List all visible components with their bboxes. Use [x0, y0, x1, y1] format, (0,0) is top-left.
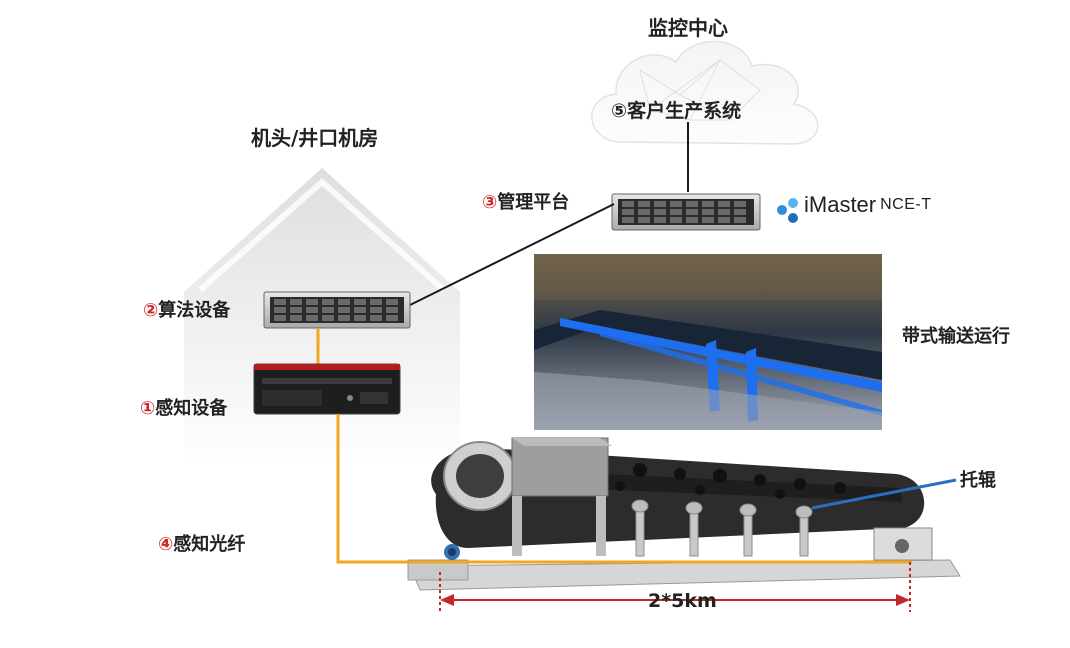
algorithm-server — [263, 291, 411, 329]
belt-running-label: 带式输送运行 — [902, 326, 1010, 347]
sensing-fiber-label: ④感知光纤 — [158, 530, 245, 556]
imaster-logo-icon — [777, 198, 798, 223]
management-platform-text: 管理平台 — [497, 192, 570, 213]
customer-system-label: ⑤客户生产系统 — [611, 96, 741, 123]
sensing-fiber-number: ④ — [158, 534, 174, 555]
management-platform-label: ③管理平台 — [482, 188, 569, 214]
cloud-icon — [591, 40, 819, 145]
sensing-device-number: ① — [140, 398, 156, 419]
sensing-device — [253, 363, 401, 415]
machine-room-label: 机头/井口机房 — [251, 126, 379, 150]
algorithm-device-label: ②算法设备 — [143, 296, 230, 322]
distance-dimension — [439, 562, 911, 612]
sensing-device-text: 感知设备 — [155, 398, 228, 419]
brand-main: iMaster — [804, 192, 877, 217]
customer-system-text: 客户生产系统 — [627, 100, 742, 122]
control-center-label: 监控中心 — [648, 16, 728, 40]
management-platform-number: ③ — [482, 192, 498, 213]
algorithm-device-number: ② — [143, 300, 159, 321]
imaster-brand: iMaster NCE-T — [776, 192, 932, 218]
sensing-device-label: ①感知设备 — [140, 394, 227, 420]
management-server — [611, 193, 761, 231]
customer-system-number: ⑤ — [611, 100, 628, 122]
conveyor-model — [407, 437, 961, 591]
machine-room-roof-line — [198, 177, 446, 293]
algorithm-device-text: 算法设备 — [158, 300, 231, 321]
belt-conveyor-photo — [534, 254, 882, 430]
sensing-fiber-text: 感知光纤 — [173, 534, 246, 555]
sensing-fiber-line — [336, 414, 912, 564]
platform-link — [407, 203, 615, 307]
brand-sub: NCE-T — [880, 196, 932, 213]
idler-pointer — [811, 478, 957, 510]
distance-label: 2*5km — [648, 590, 717, 612]
idler-label: 托辊 — [960, 470, 996, 491]
